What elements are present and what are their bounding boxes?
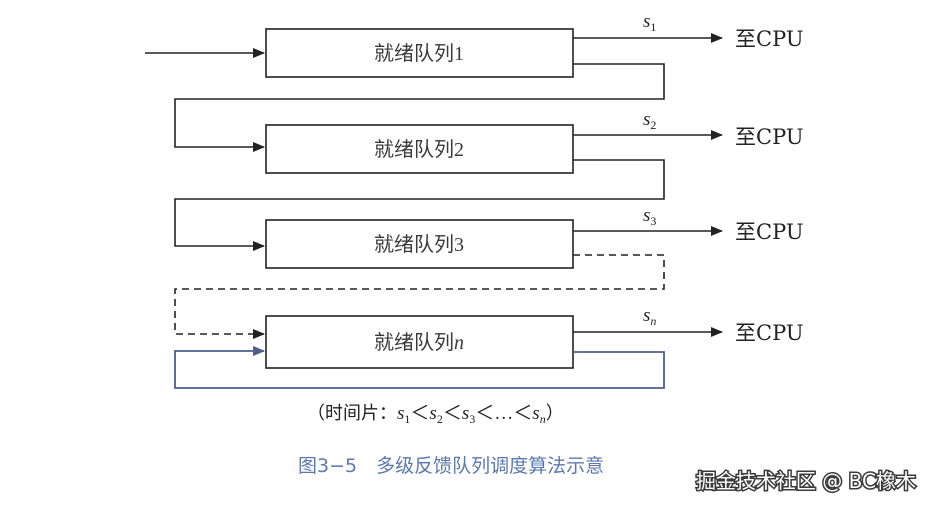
cpu-label-2: 至CPU (735, 125, 804, 149)
time-slice-relation: （时间片：s1＜s2＜s3＜…＜sn） (307, 403, 564, 426)
cpu-label-n: 至CPU (735, 321, 804, 345)
queue-label-2: 就绪队列2 (374, 137, 464, 161)
queue-box-2 (265, 124, 574, 174)
time-slice-label-3: s3 (643, 205, 656, 228)
queue-label-n: 就绪队列n (374, 330, 464, 354)
connector-1-to-2 (174, 63, 665, 152)
queue-box-n (265, 315, 574, 369)
feedback-loop-n (174, 346, 665, 389)
cpu-label-3: 至CPU (735, 220, 804, 244)
queue-box-1 (265, 28, 574, 78)
time-slice-label-2: s2 (643, 109, 656, 132)
connector-2-to-3 (174, 159, 665, 251)
queue-box-3 (265, 219, 574, 269)
time-slice-label-1: s1 (643, 11, 656, 34)
connector-3-to-n-dashed (174, 254, 665, 339)
figure-caption: 图3−5 多级反馈队列调度算法示意 (298, 455, 604, 477)
time-slice-label-n: sn (643, 305, 656, 328)
cpu-label-1: 至CPU (735, 27, 804, 51)
queue-label-1: 就绪队列1 (374, 41, 464, 65)
watermark: 掘金技术社区 @ BC橡木 (696, 469, 916, 493)
queue-label-3: 就绪队列3 (374, 232, 464, 256)
